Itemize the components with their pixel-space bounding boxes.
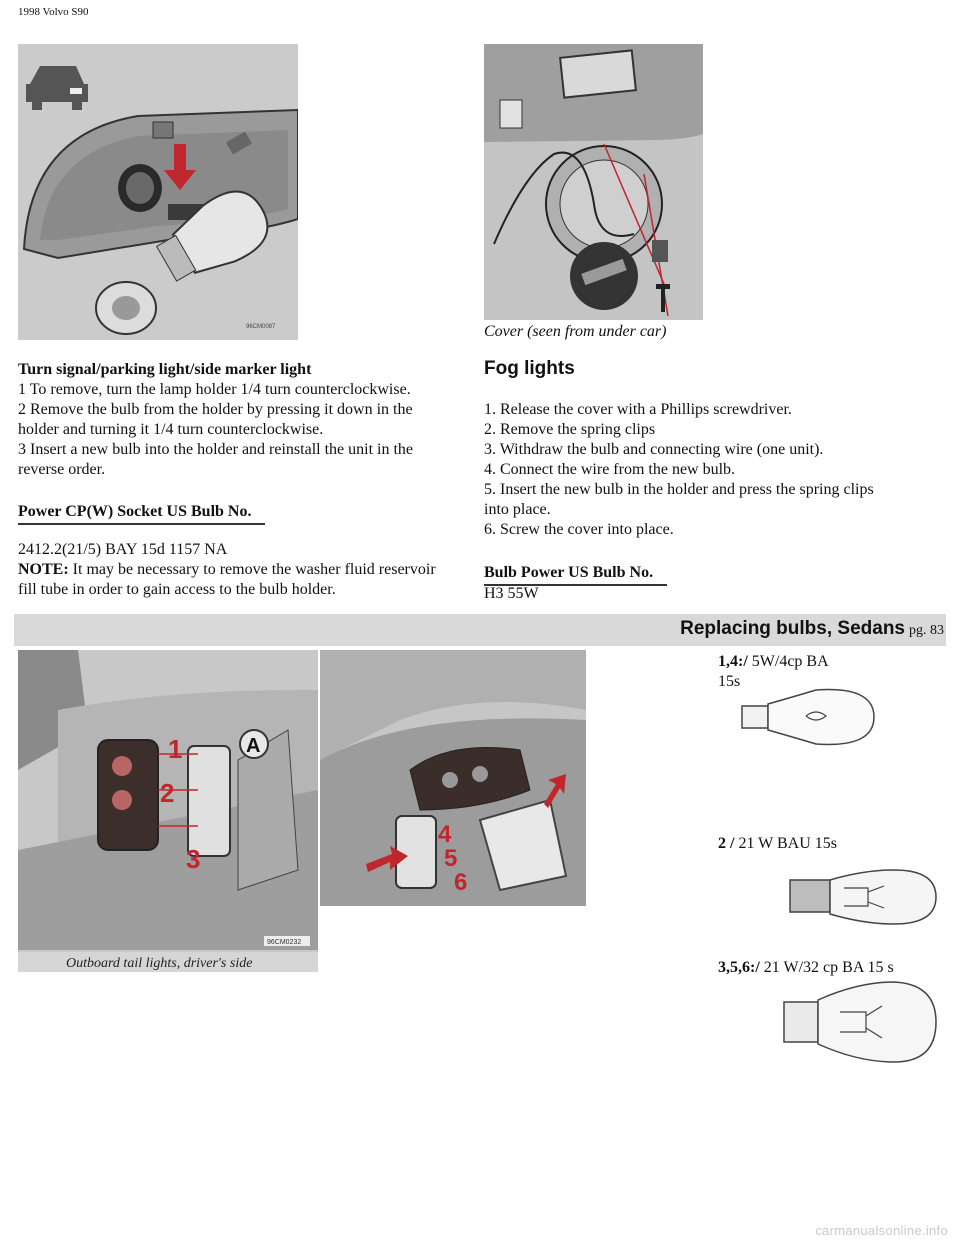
step-line: 4. Connect the wire from the new bulb. — [484, 461, 736, 478]
step-line: into place. — [484, 501, 551, 518]
bulb-spec-2: 2 / 21 W BAU 15s — [718, 834, 837, 854]
dual-filament-bulb-icon — [784, 866, 940, 928]
callout-number: 4 — [438, 821, 452, 848]
trunk-illustration: 4 5 6 — [320, 650, 586, 906]
bulb-label: 2 / — [718, 835, 735, 852]
step-line: 3 Insert a new bulb into the holder and … — [18, 441, 414, 458]
table-header-text: Power CP(W) Socket US Bulb No. — [18, 502, 266, 525]
tail-lights-photo: 1 2 3 A 96CM0232 Outboard tail lights, d… — [18, 650, 318, 972]
image-code: 96CM0087 — [246, 324, 276, 330]
fog-light-photo — [484, 44, 703, 320]
tail-lights-illustration: 1 2 3 A 96CM0232 Outboard tail lights, d… — [18, 650, 318, 972]
step-line: 2 Remove the bulb from the holder by pre… — [18, 401, 413, 418]
bulb-spec: 5W/4cp BA — [751, 653, 829, 670]
fog-light-illustration — [484, 44, 703, 320]
arrow-icon — [366, 846, 408, 872]
small-bulb-icon — [736, 686, 880, 748]
note-text-2: fill tube in order to gain access to the… — [18, 581, 336, 598]
fog-table-header: Bulb Power US Bulb No. — [484, 563, 668, 586]
bulb-spec-1: 1,4:/ 5W/4cp BA 15s — [718, 652, 829, 692]
watermark: carmanualsonline.info — [815, 1223, 948, 1238]
bulb-spec-3: 3,5,6:/ 21 W/32 cp BA 15 s — [718, 958, 894, 978]
note-label: NOTE: — [18, 561, 69, 578]
callout-number: 1 — [168, 734, 182, 764]
step-line: 1 To remove, turn the lamp holder 1/4 tu… — [18, 381, 411, 398]
step-line: 5. Insert the new bulb in the holder and… — [484, 481, 874, 498]
bulb-label: 3,5,6:/ — [718, 959, 760, 976]
turn-signal-heading: Turn signal/parking light/side marker li… — [18, 361, 312, 378]
banner-title: Replacing bulbs, Sedans — [680, 618, 905, 639]
arrow-icon — [544, 774, 566, 808]
step-line: reverse order. — [18, 461, 106, 478]
single-filament-bulb-icon — [778, 976, 940, 1068]
note-text: It may be necessary to remove the washer… — [72, 561, 436, 578]
fog-lights-heading: Fog lights — [484, 358, 575, 379]
bulb-label: 1,4:/ — [718, 653, 748, 670]
step-line: 2. Remove the spring clips — [484, 421, 656, 438]
callout-number: 3 — [186, 844, 200, 874]
document-title: 1998 Volvo S90 — [18, 6, 89, 18]
table-header-text: Bulb Power US Bulb No. — [484, 563, 668, 586]
callout-number: 6 — [454, 869, 467, 896]
note-block: NOTE: It may be necessary to remove the … — [18, 560, 480, 600]
fog-lights-steps: 1. Release the cover with a Phillips scr… — [484, 400, 944, 540]
step-line: 6. Screw the cover into place. — [484, 521, 674, 538]
turn-signal-table-row: 2412.2(21/5) BAY 15d 1157 NA — [18, 541, 228, 558]
step-line: 1. Release the cover with a Phillips scr… — [484, 401, 792, 418]
bulb-spec: 21 W BAU 15s — [738, 835, 837, 852]
car-icon — [26, 66, 88, 110]
bulb-spec: 21 W/32 cp BA 15 s — [763, 959, 894, 976]
callout-a: A — [246, 735, 260, 757]
callout-number: 5 — [444, 845, 457, 872]
turn-signal-photo: 96CM0087 — [18, 44, 298, 340]
photo-code: 96CM0232 — [267, 939, 301, 946]
section-banner — [14, 614, 946, 646]
section-banner-title: Replacing bulbs, Sedans pg. 83 — [680, 618, 944, 640]
step-line: 3. Withdraw the bulb and connecting wire… — [484, 441, 824, 458]
direction-arrow-icon — [164, 144, 196, 190]
step-line: holder and turning it 1/4 turn countercl… — [18, 421, 324, 438]
turn-signal-table-header: Power CP(W) Socket US Bulb No. — [18, 502, 266, 525]
trunk-photo: 4 5 6 — [320, 650, 586, 906]
callout-number: 2 — [160, 778, 174, 808]
photo-caption: Outboard tail lights, driver's side — [66, 956, 252, 971]
turn-signal-steps: 1 To remove, turn the lamp holder 1/4 tu… — [18, 380, 468, 480]
fog-photo-caption: Cover (seen from under car) — [484, 323, 667, 340]
banner-page: pg. 83 — [909, 623, 944, 638]
turn-signal-illustration: 96CM0087 — [18, 44, 298, 340]
fog-table-row: H3 55W — [484, 585, 539, 602]
bulb-spec-line2: 15s — [718, 673, 741, 690]
